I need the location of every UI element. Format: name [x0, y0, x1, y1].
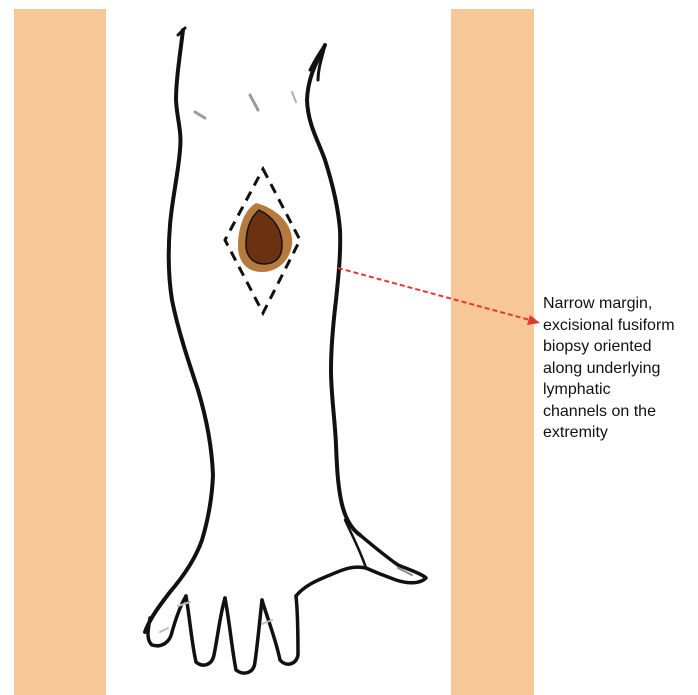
thumb-inner: [345, 520, 366, 568]
arm-drawing: [145, 28, 426, 673]
annotation-line: excisional fusiform: [543, 315, 693, 337]
biopsy-annotation: Narrow margin, excisional fusiform biops…: [543, 293, 693, 444]
knuckle-mark-3: [160, 628, 168, 632]
annotation-line: channels on the: [543, 401, 693, 423]
annotation-line: lymphatic: [543, 379, 693, 401]
annotation-line: extremity: [543, 422, 693, 444]
palm-right-edge: [296, 567, 366, 596]
thumb-outline: [360, 535, 426, 583]
finger-2-outline: [186, 596, 225, 665]
arm-right-outline: [307, 45, 360, 535]
annotation-line: Narrow margin,: [543, 293, 693, 315]
arm-inner-mark-1: [250, 95, 258, 110]
finger-1-outline: [148, 596, 186, 646]
annotation-line: along underlying: [543, 358, 693, 380]
finger-4-outline: [262, 596, 298, 664]
left-side-band: [14, 9, 106, 695]
finger-3-outline: [225, 598, 262, 673]
arm-left-outline: [145, 30, 213, 632]
arm-inner-mark-3: [292, 92, 296, 102]
arm-inner-mark-2: [195, 112, 205, 118]
right-side-band: [451, 9, 534, 695]
annotation-line: biopsy oriented: [543, 336, 693, 358]
